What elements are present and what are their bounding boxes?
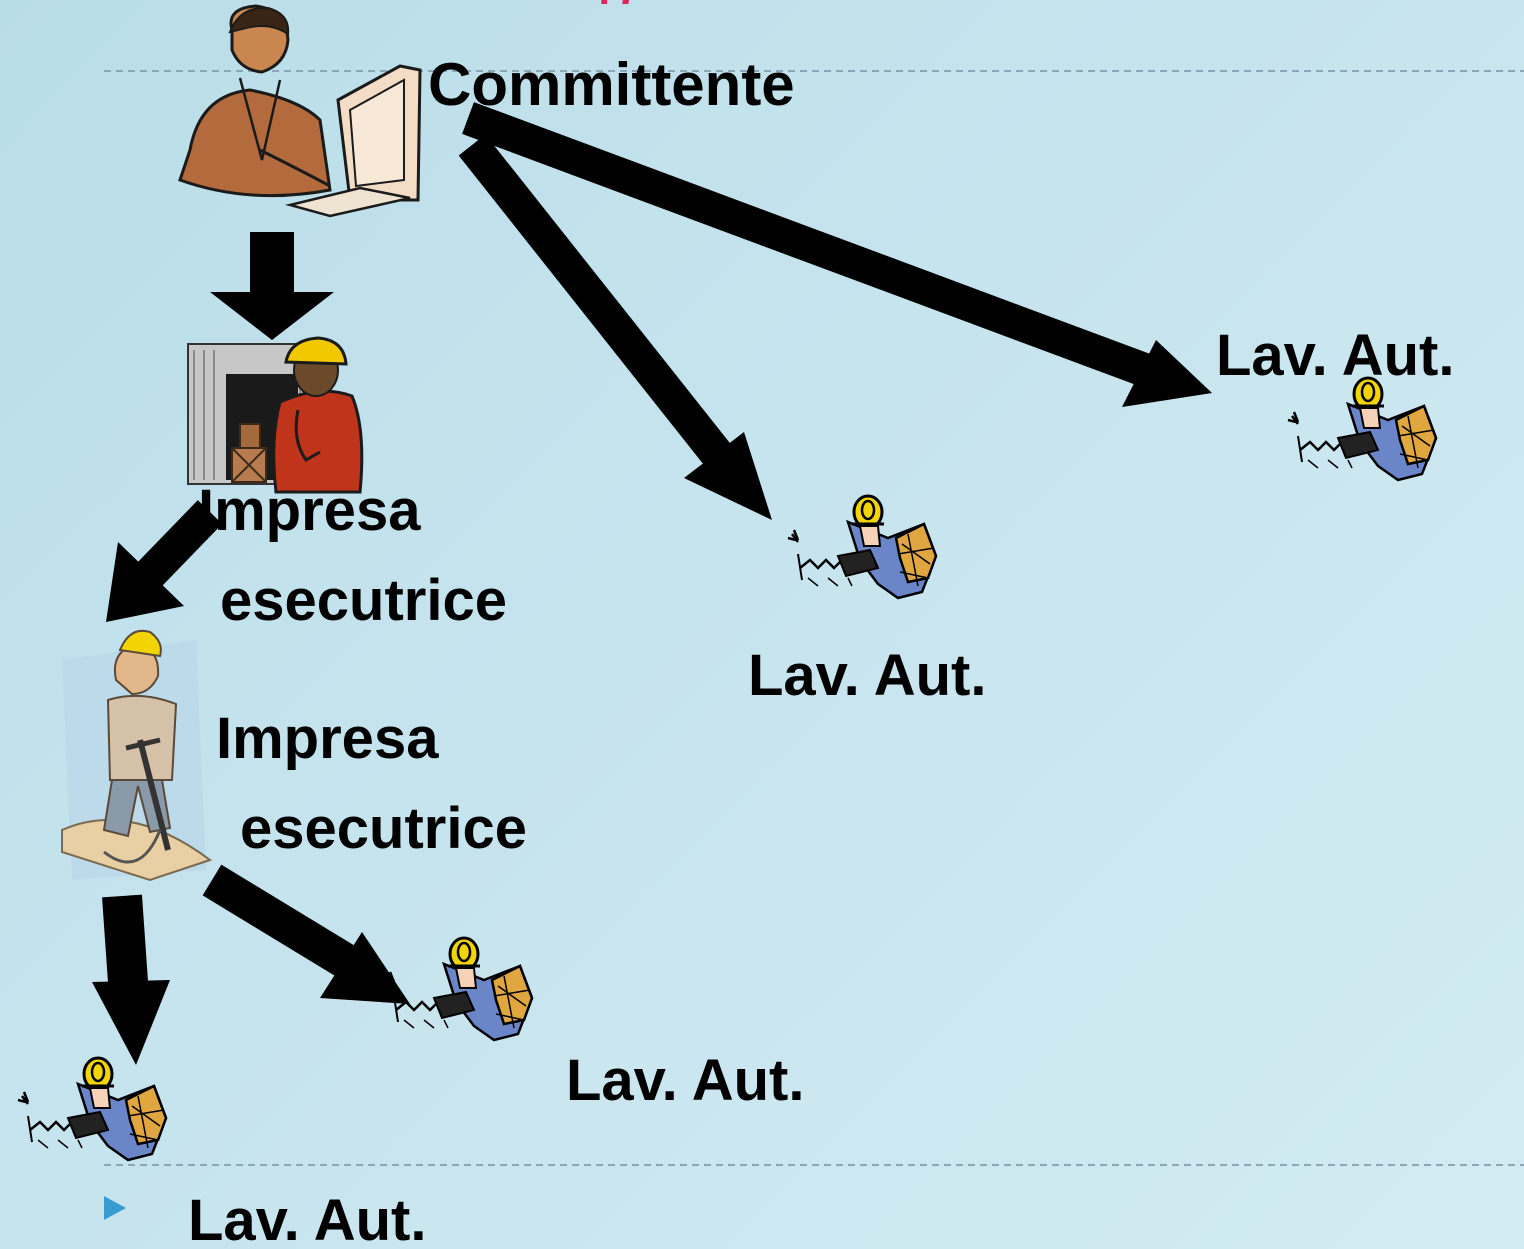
arrow-committente-to-impresa	[210, 232, 334, 340]
self-employed-worker-icon	[16, 1056, 168, 1162]
title-fragment: p	[596, 0, 630, 4]
impresa-esecutrice-1-line2: esecutrice	[220, 568, 507, 633]
impresa-esecutrice-2-line1: Impresa	[216, 706, 439, 771]
committente-label: Committente	[428, 51, 795, 118]
self-employed-worker-icon	[1286, 376, 1438, 482]
self-employed-worker-icon	[382, 936, 534, 1042]
lav-aut-middle-label: Lav. Aut.	[748, 643, 986, 708]
jackhammer-worker-icon	[61, 629, 213, 882]
arrow-committente-to-lav-aut-middle	[458, 134, 772, 520]
impresa-esecutrice-1-line1: Impresa	[198, 478, 421, 543]
lav-aut-bottom-label: Lav. Aut.	[188, 1188, 426, 1249]
impresa-esecutrice-2-line2: esecutrice	[240, 796, 527, 861]
self-employed-worker-icon	[786, 494, 938, 600]
arrow-impresa-to-lav-aut-sub	[202, 864, 410, 1004]
arrow-impresa-to-lav-aut-bottom	[92, 894, 170, 1065]
businessman-at-computer-icon	[178, 4, 422, 218]
construction-manager-icon	[187, 336, 364, 494]
slide-bullet-marker	[104, 1196, 126, 1220]
arrow-committente-to-lav-aut-right	[462, 102, 1212, 407]
lav-aut-right-label: Lav. Aut.	[1216, 323, 1454, 388]
lav-aut-sub-label: Lav. Aut.	[566, 1048, 804, 1113]
impresa-esecutrice-1-label: Impresa esecutrice	[198, 478, 507, 633]
arrow-impresa-to-impresa	[106, 500, 223, 622]
impresa-esecutrice-2-label: Impresa esecutrice	[216, 706, 527, 861]
